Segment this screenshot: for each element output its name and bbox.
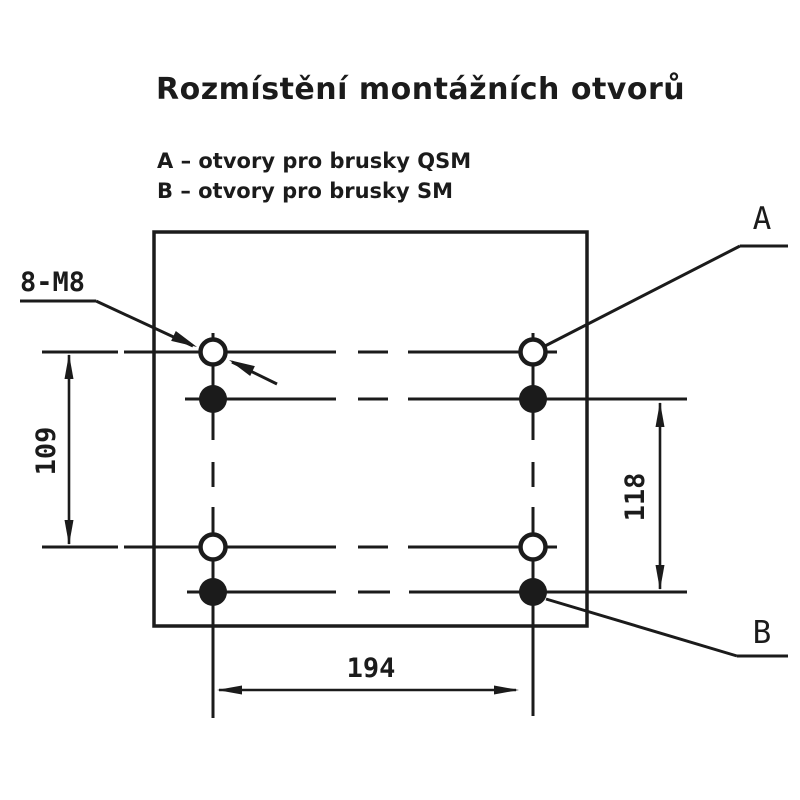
arrowhead-right-icon bbox=[494, 685, 519, 695]
callout-b-label: B bbox=[753, 615, 772, 651]
arrowhead-down-icon bbox=[655, 565, 665, 590]
arrowhead-icon bbox=[229, 360, 255, 377]
leader-line bbox=[545, 597, 738, 658]
arrowhead-icon bbox=[171, 330, 197, 347]
legend-line-b: B – otvory pro brusky SM bbox=[157, 179, 454, 203]
hole-b-bottom-left bbox=[199, 578, 227, 606]
hole-a-top-right bbox=[518, 337, 548, 367]
callout-a: A bbox=[544, 201, 788, 348]
thread-note-8m8: 8-M8 bbox=[20, 267, 278, 386]
dimension-118-label: 118 bbox=[620, 473, 651, 522]
hole-b-bottom-right bbox=[519, 578, 547, 606]
hole-a-top-left bbox=[198, 337, 228, 367]
dimension-109: 109 bbox=[31, 354, 74, 545]
arrowhead-up-icon bbox=[655, 402, 665, 427]
hole-a-bottom-left bbox=[198, 532, 228, 562]
arrowhead-left-icon bbox=[217, 685, 242, 695]
dimension-194: 194 bbox=[217, 653, 519, 695]
hole-b-top-right bbox=[519, 385, 547, 413]
dimension-194-label: 194 bbox=[347, 653, 396, 684]
leader-line bbox=[544, 244, 741, 348]
dimension-118: 118 bbox=[620, 402, 665, 590]
page-title: Rozmístění montážních otvorů bbox=[156, 72, 686, 107]
arrowhead-down-icon bbox=[64, 520, 74, 545]
arrowhead-up-icon bbox=[64, 354, 74, 379]
legend: A – otvory pro brusky QSM B – otvory pro… bbox=[157, 146, 471, 206]
legend-line-a: A – otvory pro brusky QSM bbox=[157, 149, 472, 173]
plate-outline bbox=[152, 230, 589, 628]
dimension-109-label: 109 bbox=[31, 427, 62, 476]
hole-a-bottom-right bbox=[518, 532, 548, 562]
thread-note-label: 8-M8 bbox=[20, 267, 85, 298]
callout-a-label: A bbox=[753, 201, 772, 237]
hole-b-top-left bbox=[199, 385, 227, 413]
callout-b: B bbox=[545, 597, 788, 658]
